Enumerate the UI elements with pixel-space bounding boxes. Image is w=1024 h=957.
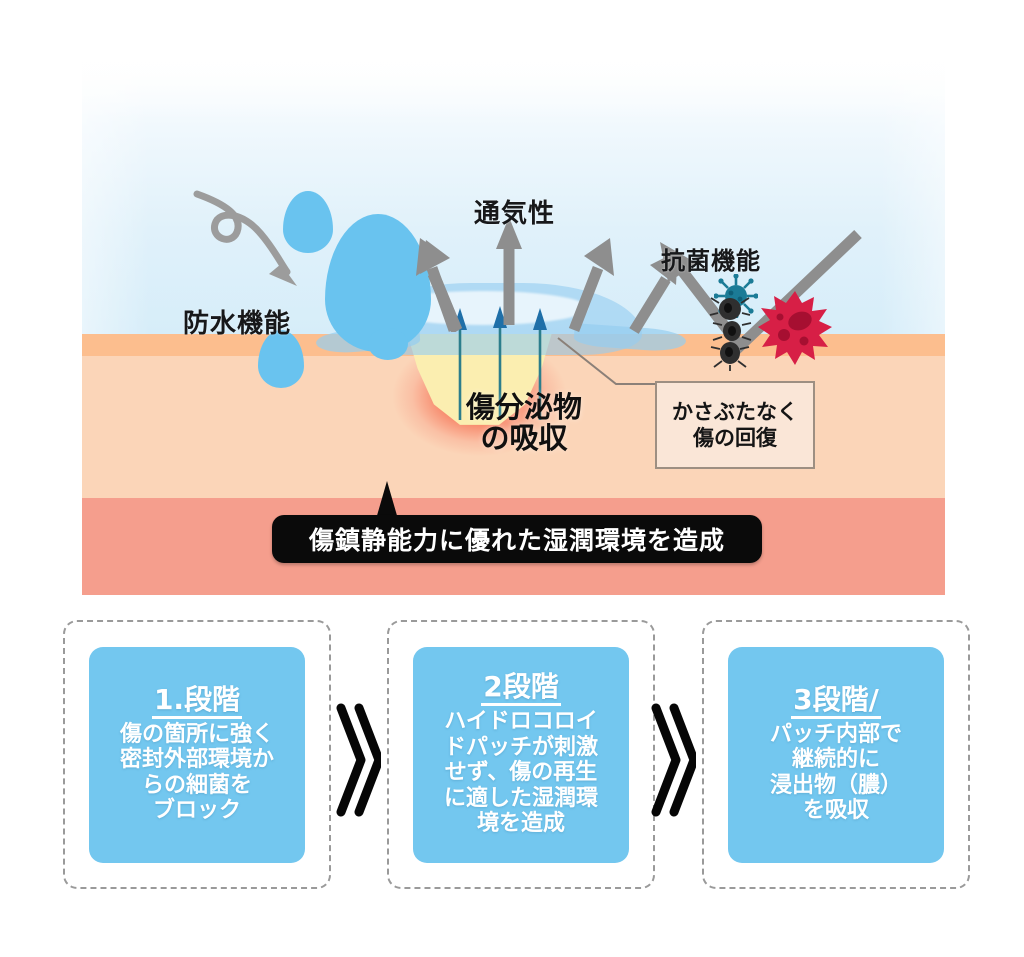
waterproof-label: 防水機能 xyxy=(183,309,292,339)
water-drop-icon xyxy=(258,330,304,388)
stage-step-2-card: 2段階 ハイドロコロイ ドパッチが刺激 せず、傷の再生 に適した湿潤環 境を造成 xyxy=(413,646,629,863)
bounce-arrow-icon xyxy=(660,230,862,355)
stage-step-3-card: 3段階/ パッチ内部で 継続的に 浸出物（膿） を吸収 xyxy=(728,646,944,863)
up-arrow-icon xyxy=(496,217,522,325)
stage-step-3-title: 3段階/ xyxy=(791,685,881,719)
sky-fade-top xyxy=(0,40,1024,120)
water-drop-icon xyxy=(283,191,333,253)
stage-step-2-body: ハイドロコロイ ドパッチが刺激 せず、傷の再生 に適した湿潤環 境を造成 xyxy=(443,709,598,837)
bacillus-icon xyxy=(709,297,752,371)
moist-environment-banner: 傷鎮静能力に優れた湿潤環境を造成 xyxy=(272,515,762,563)
stage-step-1-card: 1.段階 傷の箇所に強く 密封外部環境か らの細菌を ブロック xyxy=(89,646,305,863)
up-arrow-icon xyxy=(416,238,462,332)
healing-callout-box: かさぶたなく 傷の回復 xyxy=(655,381,815,469)
chevron-double-right-icon xyxy=(650,700,696,820)
stage-step-1[interactable]: 1.段階 傷の箇所に強く 密封外部環境か らの細菌を ブロック xyxy=(63,620,331,889)
healing-callout-line1: かさぶたなく xyxy=(672,399,798,424)
stage-step-3[interactable]: 3段階/ パッチ内部で 継続的に 浸出物（膿） を吸収 xyxy=(702,620,970,889)
stage-step-1-body: 傷の箇所に強く 密封外部環境か らの細菌を ブロック xyxy=(119,721,274,824)
stage-step-2-title: 2段階 xyxy=(481,672,561,707)
up-arrow-icon xyxy=(568,238,614,332)
stage-step-2[interactable]: 2段階 ハイドロコロイ ドパッチが刺激 せず、傷の再生 に適した湿潤環 境を造成 xyxy=(387,620,655,889)
stage-steps-row: 1.段階 傷の箇所に強く 密封外部環境か らの細菌を ブロック 2段階 ハイドロ… xyxy=(0,620,1024,910)
curved-repel-arrow-icon xyxy=(193,190,297,286)
exudate-absorption-line1: 傷分泌物 xyxy=(465,390,582,424)
banner-pointer xyxy=(376,481,398,519)
water-drop-icon xyxy=(368,328,408,360)
chevron-double-right-icon xyxy=(335,700,381,820)
exudate-absorption-line2: の吸収 xyxy=(480,421,568,456)
breathability-label: 通気性 xyxy=(474,199,556,229)
exudate-absorption-label: 傷分泌物 の吸収 xyxy=(444,390,604,456)
stage-step-1-title: 1.段階 xyxy=(151,685,243,719)
healing-callout-line2: 傷の回復 xyxy=(693,426,777,450)
stage-step-3-body: パッチ内部で 継続的に 浸出物（膿） を吸収 xyxy=(769,721,902,824)
red-blood-blob-icon xyxy=(758,291,832,365)
antibacterial-label: 抗菌機能 xyxy=(661,247,761,275)
